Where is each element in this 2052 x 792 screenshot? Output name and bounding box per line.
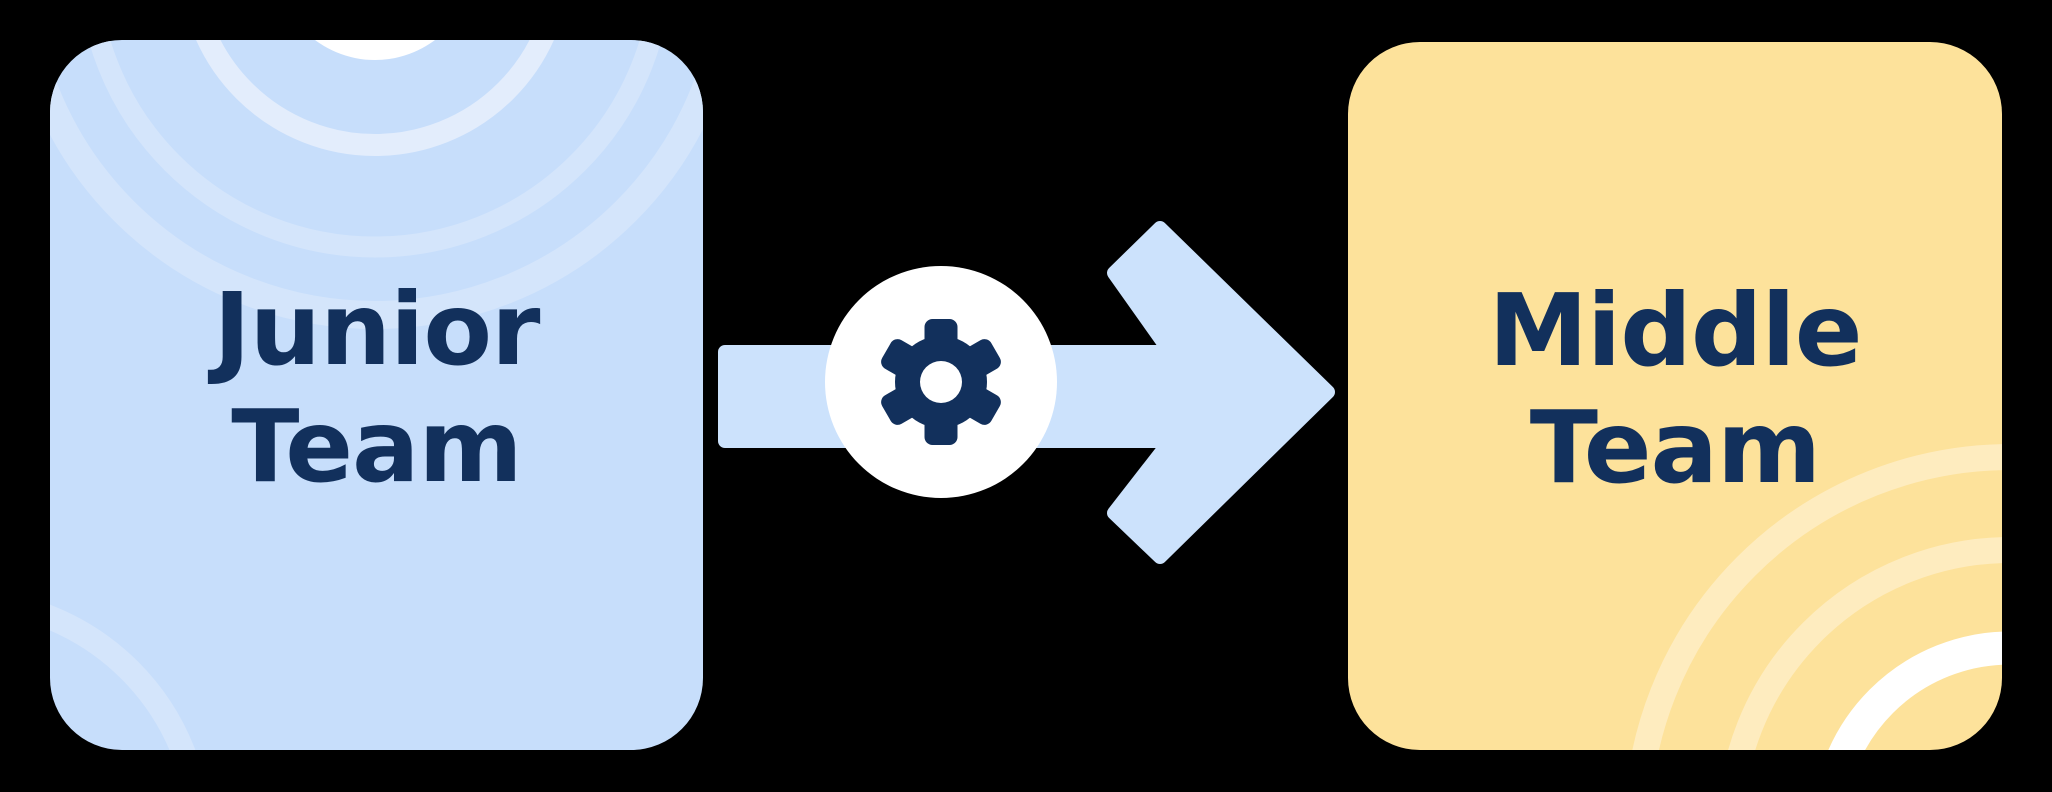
gear-icon <box>881 319 1001 445</box>
middle-team-label: Middle Team <box>1488 272 1862 506</box>
middle-team-card: Middle Team <box>1348 42 2002 750</box>
gear-body <box>881 319 1001 445</box>
junior-team-label: Junior Team <box>213 271 541 505</box>
junior-team-card: Junior Team <box>50 40 703 750</box>
gear-center-hole <box>920 361 962 403</box>
